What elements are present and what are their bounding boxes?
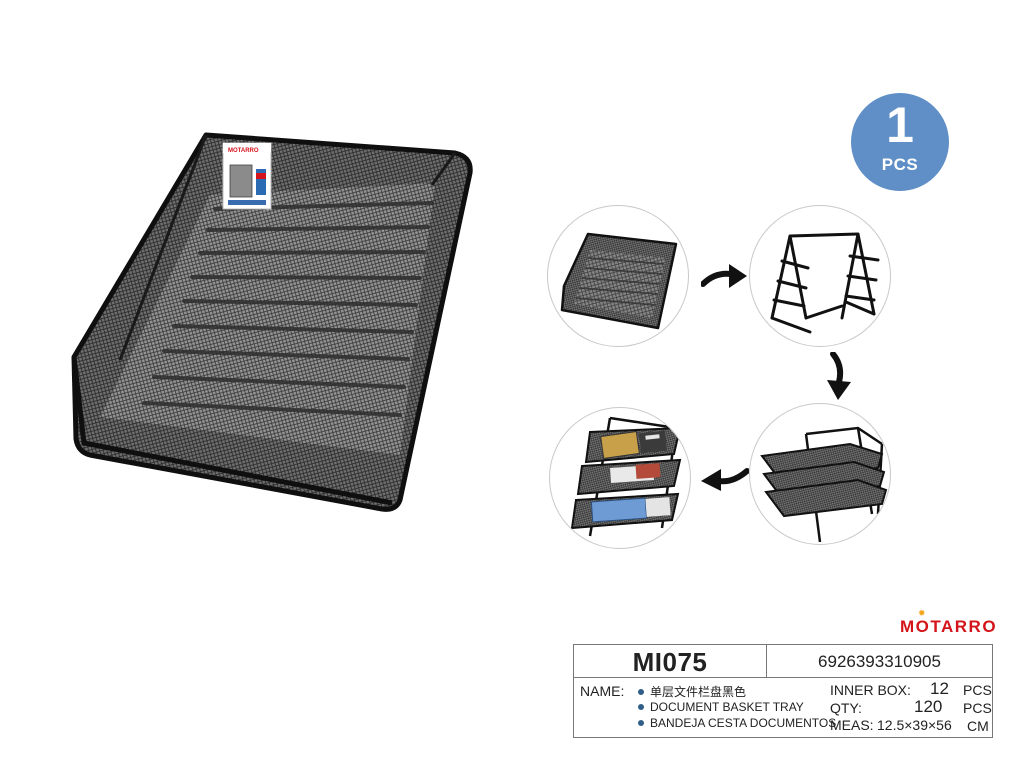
name-english: DOCUMENT BASKET TRAY — [638, 700, 804, 714]
trays-in-use-illustration — [570, 416, 682, 537]
arrow-down-icon — [823, 352, 853, 402]
tag-brand-text: MOTARRO — [228, 148, 259, 154]
arrow-left-icon — [697, 465, 749, 493]
meas-label: MEAS: — [830, 717, 874, 733]
single-tray-illustration — [560, 232, 678, 330]
product-image: MOTARRO — [60, 125, 500, 520]
name-label: NAME: — [580, 683, 625, 699]
inner-box-label: INNER BOX: — [830, 682, 911, 698]
name-chinese: 单层文件栏盘黑色 — [638, 683, 746, 700]
model-code: MI075 — [632, 647, 708, 677]
frame-illustration — [770, 232, 880, 334]
qty-label: QTY: — [830, 700, 862, 716]
name-chinese-text: 单层文件栏盘黑色 — [650, 685, 747, 699]
badge-unit: PCS — [881, 155, 919, 174]
step-assembled-trays — [749, 403, 891, 545]
arrow-right-icon — [701, 262, 749, 290]
qty-value: 120 — [914, 697, 943, 716]
inner-box-unit: PCS — [963, 682, 992, 698]
quantity-badge: 1 PCS — [851, 93, 949, 191]
meas-unit: CM — [967, 718, 989, 734]
step-single-tray — [547, 205, 689, 347]
brand-name: MOTARRO — [900, 617, 998, 636]
step-in-use — [549, 407, 691, 549]
product-tag: MOTARRO — [222, 142, 272, 210]
name-english-text: DOCUMENT BASKET TRAY — [650, 700, 804, 714]
product-info-table: MI075 6926393310905 NAME: 单层文件栏盘黑色 DOCUM… — [573, 644, 993, 738]
name-spanish-text: BANDEJA CESTA DOCUMENTOS — [650, 716, 837, 730]
assembled-trays-illustration — [760, 426, 888, 543]
column-divider — [766, 645, 767, 677]
logo-star-icon: ✹ — [918, 608, 928, 618]
step-frame — [749, 205, 891, 347]
bullet-icon — [638, 720, 644, 726]
bullet-icon — [638, 689, 644, 695]
brand-logo: ✹ MOTARRO — [900, 608, 998, 637]
name-spanish: BANDEJA CESTA DOCUMENTOS — [638, 716, 836, 730]
info-header-row: MI075 6926393310905 — [574, 645, 992, 678]
meas-value: 12.5×39×56 — [877, 717, 952, 733]
mesh-tray-illustration: MOTARRO — [71, 132, 473, 512]
bullet-icon — [638, 704, 644, 710]
inner-box-value: 12 — [930, 679, 949, 698]
badge-number: 1 — [886, 97, 914, 153]
qty-unit: PCS — [963, 700, 992, 716]
barcode-number: 6926393310905 — [818, 652, 941, 671]
